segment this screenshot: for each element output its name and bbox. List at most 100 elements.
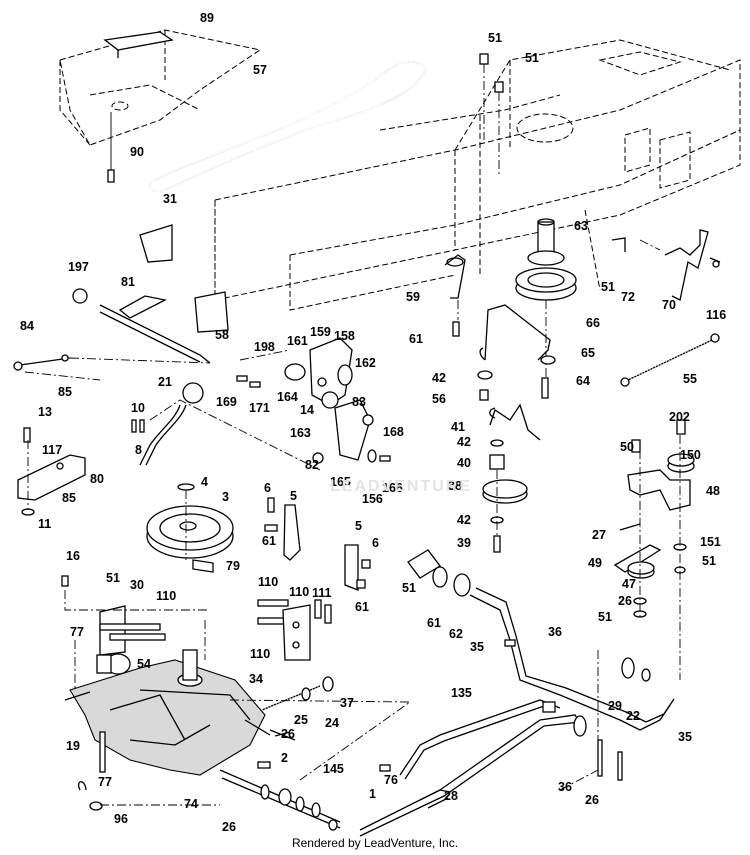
- callout-28: 28: [444, 789, 458, 803]
- transaxle-1: [64, 649, 341, 829]
- shaft-81: [72, 288, 211, 364]
- callout-27: 27: [592, 528, 606, 542]
- callout-58: 58: [215, 328, 229, 342]
- callout-3: 3: [222, 490, 229, 504]
- key-79: [192, 559, 214, 573]
- callout-163: 163: [290, 426, 311, 440]
- callout-110: 110: [250, 647, 270, 661]
- shaft-34: [407, 549, 675, 731]
- callout-166: 166: [382, 481, 403, 495]
- pulley-3: [146, 483, 234, 559]
- bracket-111: [257, 599, 332, 661]
- callout-19: 19: [66, 739, 80, 753]
- brackets-5: [264, 497, 371, 591]
- spring-55: [620, 333, 720, 387]
- callout-11: 11: [38, 517, 51, 531]
- callout-169: 169: [216, 395, 237, 409]
- callout-1: 1: [369, 787, 376, 801]
- callout-165: 165: [330, 475, 351, 489]
- pulley-63: [515, 218, 577, 395]
- callout-156: 156: [362, 492, 383, 506]
- callout-40: 40: [457, 456, 471, 470]
- callout-197: 197: [68, 260, 89, 274]
- lever-8: [131, 382, 204, 466]
- callout-116: 116: [706, 308, 726, 322]
- callout-81: 81: [121, 275, 135, 289]
- callout-111: 111: [312, 586, 332, 600]
- callout-29: 29: [608, 699, 622, 713]
- hood-panel: [59, 29, 262, 146]
- callout-26: 26: [281, 727, 295, 741]
- callout-162: 162: [355, 356, 376, 370]
- callout-62: 62: [449, 627, 463, 641]
- callout-164: 164: [277, 390, 298, 404]
- callout-61: 61: [355, 600, 369, 614]
- callout-54: 54: [137, 657, 151, 671]
- callout-171: 171: [249, 401, 270, 415]
- callout-84: 84: [20, 319, 34, 333]
- bracket-59: [444, 254, 466, 337]
- callout-57: 57: [253, 63, 267, 77]
- belt-guide-31: [139, 224, 173, 263]
- bolts-51-top: [479, 53, 504, 175]
- callout-59: 59: [406, 290, 420, 304]
- pulley-38: [482, 439, 528, 553]
- callout-14: 14: [300, 403, 314, 417]
- callout-36: 36: [548, 625, 562, 639]
- bracket-58: [194, 291, 229, 333]
- callout-66: 66: [586, 316, 600, 330]
- drive-belt: [148, 61, 426, 192]
- callout-16: 16: [66, 549, 80, 563]
- callout-89: 89: [200, 11, 214, 25]
- callout-159: 159: [310, 325, 331, 339]
- callout-35: 35: [470, 640, 484, 654]
- callout-26: 26: [222, 820, 236, 834]
- spring-70: [611, 229, 721, 301]
- callout-61: 61: [427, 616, 441, 630]
- callout-83: 83: [352, 395, 366, 409]
- callout-61: 61: [262, 534, 276, 548]
- spring-25: [229, 676, 412, 781]
- callout-51: 51: [598, 610, 612, 624]
- idler-assembly: [149, 337, 391, 471]
- callout-51: 51: [702, 554, 716, 568]
- callout-51: 51: [601, 280, 615, 294]
- callout-37: 37: [340, 696, 354, 710]
- callout-161: 161: [287, 334, 308, 348]
- callout-70: 70: [662, 298, 676, 312]
- callout-198: 198: [254, 340, 275, 354]
- frame-chassis: [214, 39, 741, 311]
- callout-55: 55: [683, 372, 697, 386]
- callout-158: 158: [334, 329, 355, 343]
- callout-41: 41: [451, 420, 465, 434]
- callout-4: 4: [201, 475, 208, 489]
- callout-31: 31: [163, 192, 177, 206]
- callout-13: 13: [38, 405, 52, 419]
- callout-77: 77: [70, 625, 84, 639]
- callout-168: 168: [383, 425, 404, 439]
- callout-6: 6: [372, 536, 379, 550]
- callout-49: 49: [588, 556, 602, 570]
- callout-77: 77: [98, 775, 112, 789]
- callout-47: 47: [622, 577, 636, 591]
- callout-48: 48: [706, 484, 720, 498]
- clip-96: [78, 781, 220, 811]
- screw-90: [107, 112, 115, 183]
- callout-26: 26: [618, 594, 632, 608]
- roller-54: [96, 653, 131, 675]
- callout-96: 96: [114, 812, 128, 826]
- callout-labels: 8951515790311978158848521101311780851184…: [20, 11, 726, 834]
- callout-21: 21: [158, 375, 172, 389]
- callout-56: 56: [432, 392, 446, 406]
- callout-150: 150: [680, 448, 701, 462]
- hardware-135: [257, 761, 338, 831]
- callout-5: 5: [355, 519, 362, 533]
- rod-41: [489, 403, 541, 441]
- callout-25: 25: [294, 713, 308, 727]
- hardware-56: [477, 355, 556, 401]
- callout-64: 64: [576, 374, 590, 388]
- callout-76: 76: [384, 773, 398, 787]
- callout-50: 50: [620, 440, 634, 454]
- idler-arm-48: [613, 419, 695, 680]
